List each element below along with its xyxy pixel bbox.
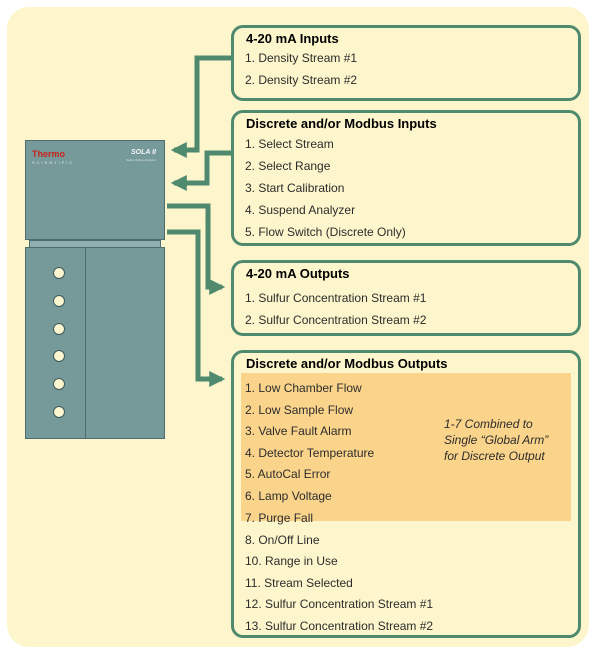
list-item: 1. Sulfur Concentration Stream #1 (245, 291, 427, 305)
arrow-discrete-inputs (170, 150, 231, 192)
list-item: 10. Range in Use (245, 554, 338, 568)
indicator-light (53, 378, 65, 390)
list-item: 2. Sulfur Concentration Stream #2 (245, 313, 427, 327)
indicator-light (53, 267, 65, 279)
list-item: 7. Purge Fall (245, 511, 314, 525)
analyzer-brand: Thermo (32, 149, 66, 159)
global-arm-highlight (241, 373, 571, 521)
list-item: 11. Stream Selected (245, 576, 353, 590)
list-item: 13. Sulfur Concentration Stream #2 (245, 619, 434, 633)
list-item: 3. Start Calibration (245, 181, 345, 195)
list-item: 1. Select Stream (245, 137, 334, 151)
arrow-discrete-outputs (167, 229, 226, 388)
box-title: Discrete and/or Modbus Outputs (246, 356, 448, 371)
analog-inputs-box: 4-20 mA Inputs 1. Density Stream #1 2. D… (231, 25, 581, 101)
list-item: 5. Flow Switch (Discrete Only) (245, 225, 406, 239)
discrete-outputs-box: Discrete and/or Modbus Outputs 1. Low Ch… (231, 350, 581, 638)
arrow-analog-inputs (170, 55, 231, 159)
analyzer-model-subtitle: Sulfur Online Analyzer (126, 158, 156, 162)
list-item: 4. Suspend Analyzer (245, 203, 356, 217)
box-title: 4-20 mA Outputs (246, 266, 350, 281)
list-item: 1. Low Chamber Flow (245, 381, 362, 395)
box-title: Discrete and/or Modbus Inputs (246, 116, 437, 131)
list-item: 2. Select Range (245, 159, 331, 173)
list-item: 8. On/Off Line (245, 533, 320, 547)
arrow-analog-outputs (167, 203, 226, 296)
list-item: 2. Density Stream #2 (245, 73, 358, 87)
indicator-light (53, 406, 65, 418)
list-item: 2. Low Sample Flow (245, 403, 354, 417)
list-item: 6. Lamp Voltage (245, 489, 332, 503)
global-arm-note: 1-7 Combined to Single “Global Arm” for … (444, 417, 549, 463)
analyzer-controller: Thermo SCIENTIFIC SOLA II Sulfur Online … (25, 140, 165, 240)
analyzer-model: SOLA II (130, 149, 156, 156)
indicator-light (53, 350, 65, 362)
box-title: 4-20 mA Inputs (246, 31, 339, 46)
analyzer-cabinet (25, 247, 165, 439)
list-item: 12. Sulfur Concentration Stream #1 (245, 597, 434, 611)
analyzer-brand-subtitle: SCIENTIFIC (32, 160, 75, 165)
list-item: 1. Density Stream #1 (245, 51, 358, 65)
indicator-light (53, 295, 65, 307)
list-item: 4. Detector Temperature (245, 446, 375, 460)
cabinet-divider (85, 248, 86, 438)
list-item: 5. AutoCal Error (245, 467, 331, 481)
discrete-inputs-box: Discrete and/or Modbus Inputs 1. Select … (231, 110, 581, 246)
analog-outputs-box: 4-20 mA Outputs 1. Sulfur Concentration … (231, 260, 581, 336)
list-item: 3. Valve Fault Alarm (245, 424, 352, 438)
indicator-light (53, 323, 65, 335)
